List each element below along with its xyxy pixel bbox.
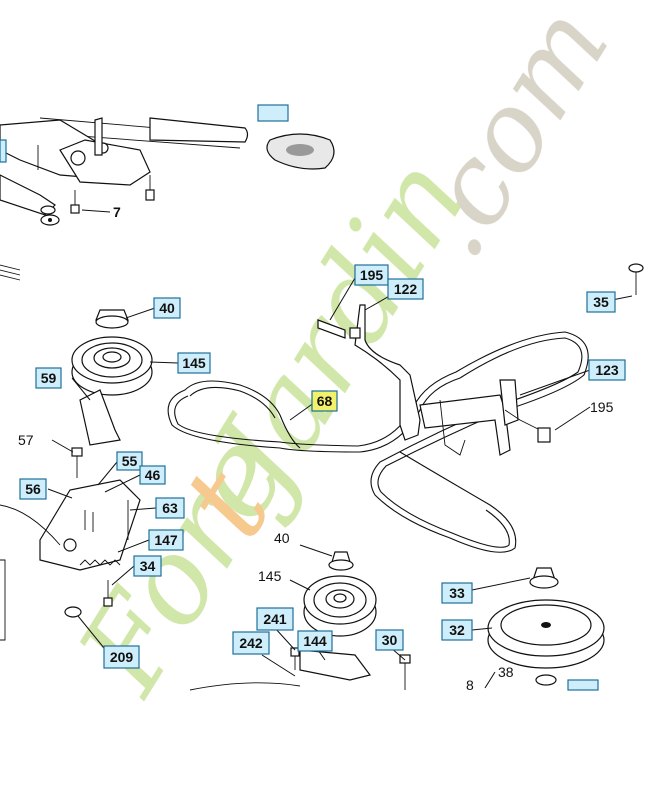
callout-40-top: 40 — [153, 297, 181, 319]
callout-59: 59 — [35, 367, 62, 389]
label-145-lower: 145 — [258, 568, 282, 584]
svg-text:33: 33 — [449, 585, 465, 601]
svg-text:242: 242 — [239, 635, 263, 651]
v-belt — [167, 331, 589, 553]
svg-text:145: 145 — [182, 355, 206, 371]
svg-text:30: 30 — [382, 632, 398, 648]
svg-text:34: 34 — [140, 558, 156, 574]
callout-56: 56 — [19, 478, 47, 500]
belt-guide-bracket — [317, 304, 551, 456]
callout-33: 33 — [441, 582, 473, 604]
left-bracket-assembly — [0, 389, 141, 641]
svg-text:68: 68 — [317, 393, 333, 409]
callout-209: 209 — [103, 645, 140, 669]
leader-lines — [47, 209, 633, 689]
label-57: 57 — [18, 432, 34, 448]
svg-text:144: 144 — [303, 633, 327, 649]
svg-text:147: 147 — [154, 532, 178, 548]
label-8: 8 — [466, 677, 474, 693]
svg-text:241: 241 — [263, 611, 287, 627]
svg-text:195: 195 — [360, 267, 384, 283]
svg-text:63: 63 — [162, 500, 178, 516]
label-195-right: 195 — [590, 399, 614, 415]
callout-195-top: 195 — [354, 264, 389, 286]
top-left-assembly — [0, 117, 249, 281]
svg-text:32: 32 — [449, 622, 465, 638]
svg-text:56: 56 — [25, 481, 41, 497]
center-idler-pulley — [303, 551, 377, 637]
callout-34: 34 — [133, 555, 162, 577]
callout-242: 242 — [232, 631, 270, 655]
callout-35: 35 — [586, 291, 616, 313]
svg-text:59: 59 — [41, 370, 57, 386]
svg-text:209: 209 — [110, 649, 134, 665]
callout-241: 241 — [256, 607, 294, 631]
drive-pulley — [487, 567, 605, 686]
callout-63: 63 — [155, 497, 185, 519]
callout-partial-top — [257, 104, 289, 122]
label-38: 38 — [498, 664, 514, 680]
callout-32: 32 — [441, 619, 473, 641]
callout-144: 144 — [297, 630, 333, 652]
callout-46: 46 — [139, 465, 166, 485]
left-idler-pulley — [71, 309, 153, 396]
lower-center-bracket — [189, 647, 411, 691]
svg-text:35: 35 — [593, 294, 609, 310]
svg-text:46: 46 — [145, 467, 161, 483]
svg-text:122: 122 — [394, 281, 418, 297]
callout-147: 147 — [148, 529, 184, 551]
callout-30: 30 — [375, 629, 404, 651]
callout-partial-bottom-right — [567, 679, 599, 691]
label-7: 7 — [113, 204, 121, 220]
label-40-lower: 40 — [274, 530, 290, 546]
callout-55: 55 — [116, 451, 143, 471]
callout-122: 122 — [387, 278, 424, 300]
control-knob — [257, 104, 335, 170]
callout-123: 123 — [588, 359, 626, 381]
callout-145-top: 145 — [177, 352, 211, 374]
callout-partial-left — [0, 139, 7, 163]
right-washer — [628, 263, 644, 295]
callout-68: 68 — [311, 390, 338, 412]
svg-text:55: 55 — [122, 453, 138, 469]
svg-text:123: 123 — [595, 362, 619, 378]
svg-text:40: 40 — [159, 300, 175, 316]
